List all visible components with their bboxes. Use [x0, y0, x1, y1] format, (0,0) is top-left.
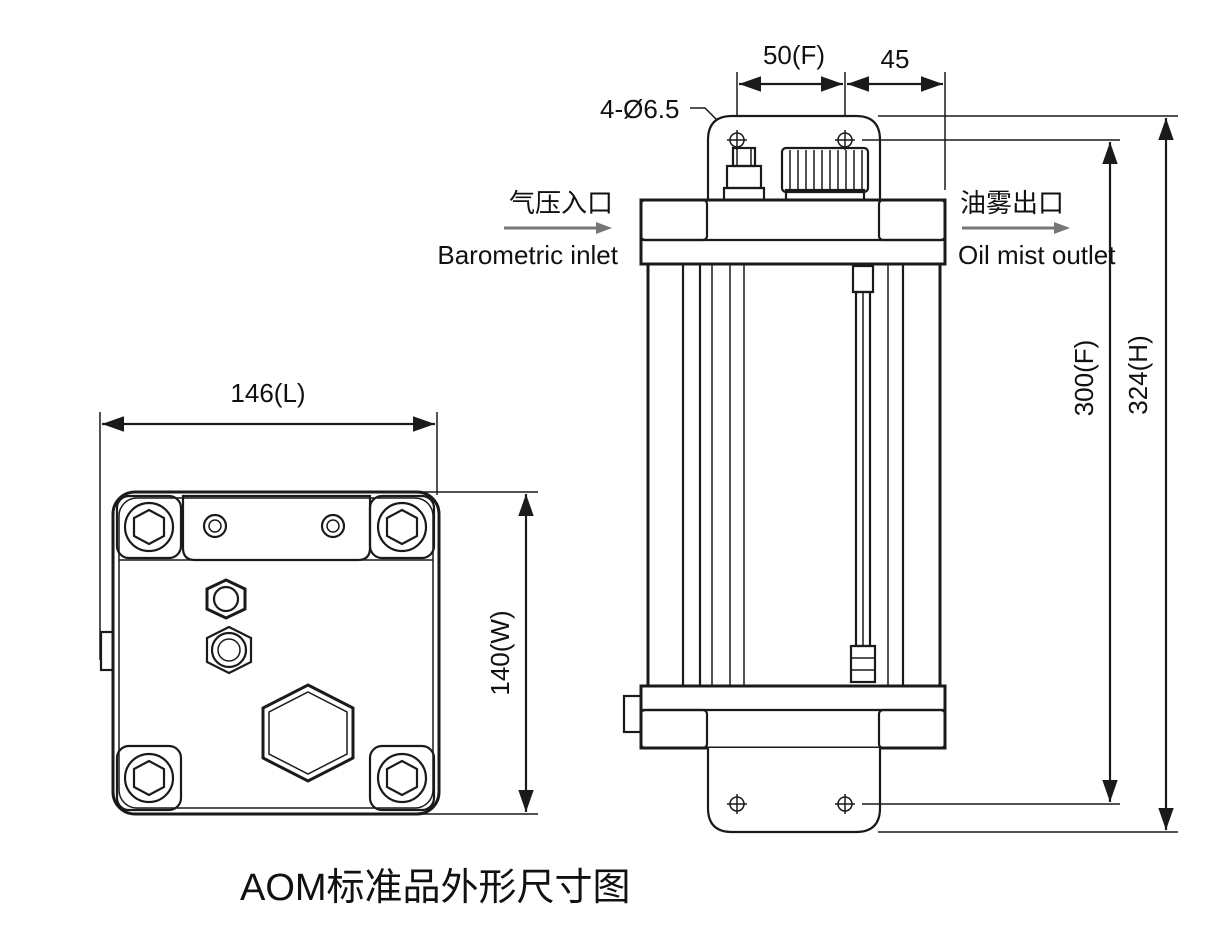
- caption: AOM标准品外形尺寸图: [240, 867, 631, 909]
- gauge-fitting-icon: [205, 625, 253, 675]
- inlet-label-en: Barometric inlet: [437, 240, 618, 270]
- corner-bolt-icon: [368, 494, 436, 560]
- mount-hole-icon: [202, 513, 228, 539]
- hole-spec-label: 4-Ø6.5: [600, 94, 680, 124]
- total-height-label: 324(H): [1123, 335, 1153, 414]
- inlet-fitting-icon: [205, 578, 247, 620]
- outlet-nut-icon: [261, 683, 355, 783]
- corner-bolt-icon: [115, 744, 183, 812]
- length-label: 146(L): [230, 378, 305, 408]
- mount-hole-icon: [320, 513, 346, 539]
- mount-height-label: 300(F): [1069, 340, 1099, 417]
- top-bracket: [706, 114, 882, 200]
- head-block: [639, 198, 947, 266]
- crosshair-hole-icon: [727, 794, 747, 814]
- spacing-label: 50(F): [763, 40, 825, 70]
- corner-bolt-icon: [368, 744, 436, 812]
- top-view: 146(L) 140(W): [99, 378, 538, 816]
- offset-label: 45: [881, 44, 910, 74]
- crosshair-hole-icon: [835, 794, 855, 814]
- outlet-arrow-icon: [962, 222, 1070, 234]
- width-label: 140(W): [485, 610, 515, 695]
- base-block: [639, 684, 947, 750]
- outlet-label-en: Oil mist outlet: [958, 240, 1116, 270]
- corner-bolt-icon: [115, 494, 183, 560]
- bottom-bracket: [706, 748, 882, 834]
- inlet-arrow-icon: [504, 222, 612, 234]
- sight-glass-icon: [849, 264, 877, 684]
- outlet-label-cn: 油雾出口: [960, 188, 1064, 218]
- front-view: 50(F) 45 4-Ø6.5: [437, 40, 1178, 834]
- inlet-label-cn: 气压入口: [509, 188, 613, 218]
